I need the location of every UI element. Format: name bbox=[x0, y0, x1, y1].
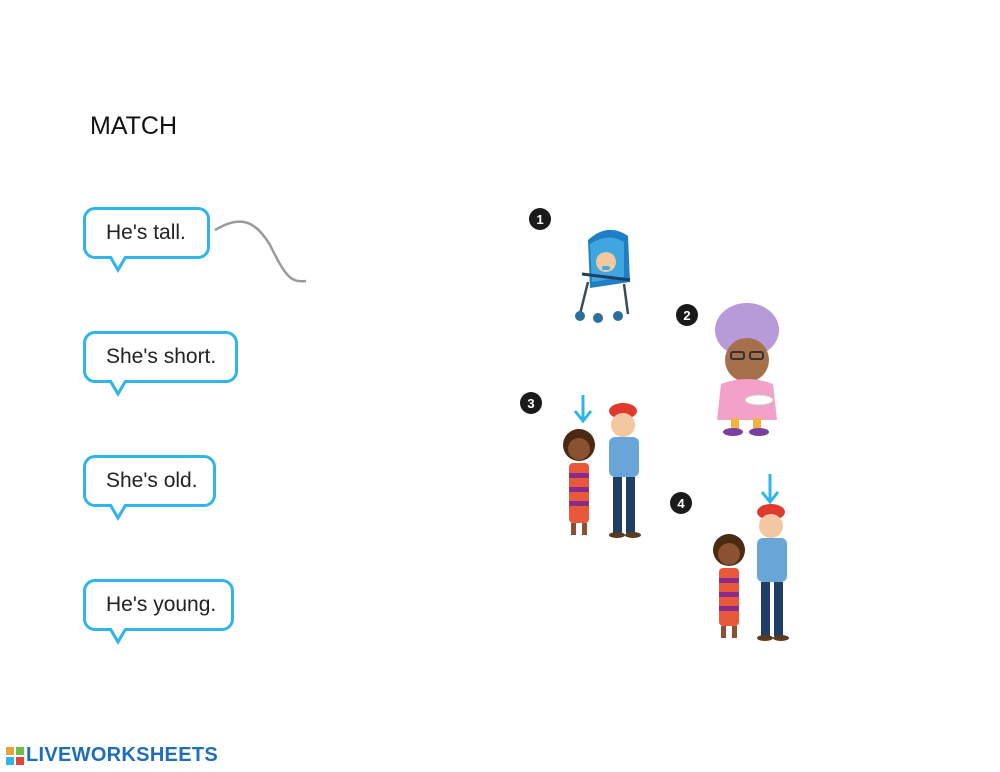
phrase-bubble-young[interactable]: He's young. bbox=[83, 579, 234, 645]
phrase-label: He's tall. bbox=[106, 221, 186, 244]
phrase-bubble-tall[interactable]: He's tall. bbox=[83, 207, 210, 273]
tall-boy-arrow-icon[interactable] bbox=[703, 472, 798, 644]
picture-number-4: 4 bbox=[670, 492, 692, 514]
phrase-label: She's old. bbox=[106, 469, 198, 492]
phrase-bubble-old[interactable]: She's old. bbox=[83, 455, 216, 521]
liveworksheets-logo[interactable]: LIVEWORKSHEETS bbox=[6, 744, 218, 767]
baby-in-stroller-icon[interactable] bbox=[568, 222, 640, 324]
phrase-label: She's short. bbox=[106, 345, 217, 368]
phrase-label: He's young. bbox=[106, 593, 217, 616]
phrase-bubble-short[interactable]: She's short. bbox=[83, 331, 238, 397]
old-woman-icon[interactable] bbox=[707, 302, 785, 436]
page-title: MATCH bbox=[90, 112, 178, 140]
picture-number-1: 1 bbox=[529, 208, 551, 230]
picture-number-2: 2 bbox=[676, 304, 698, 326]
brand-name: LIVEWORKSHEETS bbox=[26, 744, 218, 766]
liveworksheets-logo-icon bbox=[6, 746, 24, 765]
picture-number-3: 3 bbox=[520, 392, 542, 414]
short-girl-arrow-icon[interactable] bbox=[555, 393, 650, 543]
match-line[interactable] bbox=[210, 215, 310, 290]
